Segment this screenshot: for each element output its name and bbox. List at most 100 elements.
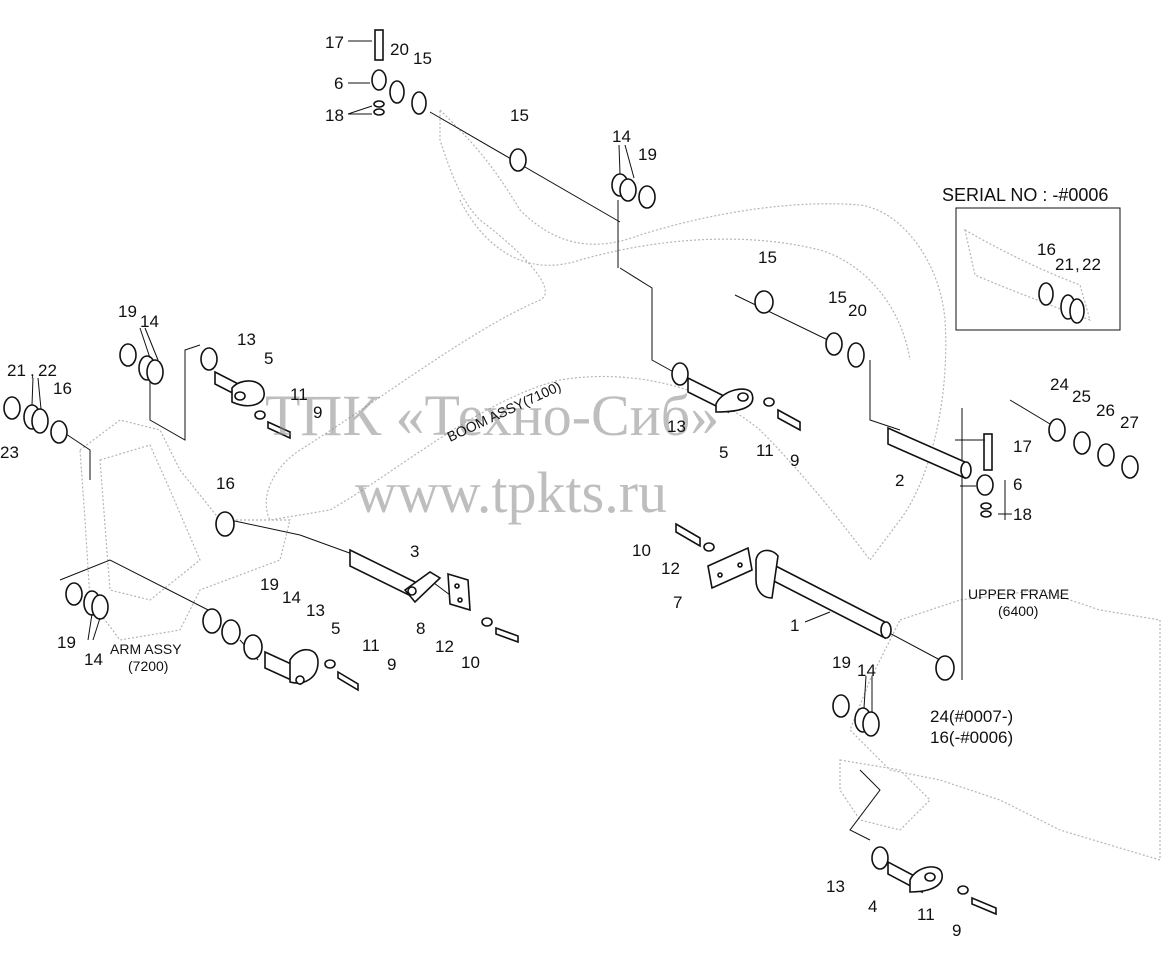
callout: 13 bbox=[237, 330, 256, 349]
callout: 8 bbox=[416, 619, 425, 638]
pin-1 bbox=[755, 549, 892, 640]
bolt-17-right bbox=[983, 433, 993, 471]
callout: 14 bbox=[857, 661, 876, 680]
callouts-upper-mid: 15 14 19 15 15 20 bbox=[510, 106, 867, 320]
callout: 9 bbox=[952, 921, 961, 940]
callout: 17 bbox=[1013, 437, 1032, 456]
bolt-9-lower bbox=[337, 670, 359, 692]
callout: 13 bbox=[306, 601, 325, 620]
callout: 22 bbox=[1082, 255, 1101, 274]
callout: 19 bbox=[118, 302, 137, 321]
callout: 15 bbox=[828, 288, 847, 307]
pin-3 bbox=[349, 548, 442, 604]
washer-16-inset bbox=[1038, 282, 1054, 306]
callout: 24 bbox=[1050, 375, 1069, 394]
frame-bracket bbox=[839, 759, 931, 831]
callout: 16 bbox=[1037, 240, 1056, 259]
callout-comma: , bbox=[1075, 255, 1080, 274]
plate-8 bbox=[447, 572, 471, 612]
callouts-left: 19 14 21 22 , 16 23 13 5 11 9 16 3 8 12 … bbox=[0, 302, 480, 672]
boom-upper-edge bbox=[459, 199, 911, 361]
arm-assy-number: (7200) bbox=[128, 658, 168, 674]
callout: 14 bbox=[140, 312, 159, 331]
callout: 12 bbox=[435, 637, 454, 656]
callout: 14 bbox=[84, 650, 103, 669]
callout: 14 bbox=[612, 127, 631, 146]
callout: 5 bbox=[719, 443, 728, 462]
washer-22-inset bbox=[1069, 298, 1085, 324]
callout: 9 bbox=[313, 403, 322, 422]
bolt-10-left bbox=[495, 626, 519, 644]
serial-box-frame bbox=[955, 207, 1121, 331]
callout: 6 bbox=[334, 74, 343, 93]
phantom-outlines bbox=[79, 108, 1161, 861]
pin-5-left bbox=[214, 370, 265, 407]
pin-4 bbox=[887, 860, 943, 894]
bolt-9-bottom bbox=[971, 896, 997, 916]
callout: 21 bbox=[1055, 255, 1074, 274]
callout: 14 bbox=[282, 588, 301, 607]
callout: 2 bbox=[895, 471, 904, 490]
leader-lines bbox=[31, 40, 1012, 712]
callout: 15 bbox=[758, 248, 777, 267]
callout: 15 bbox=[510, 106, 529, 125]
callout: 3 bbox=[410, 542, 419, 561]
serial-number-box: SERIAL NO : -#0006 16 21 22 , bbox=[942, 185, 1121, 331]
serial-box-title: SERIAL NO : -#0006 bbox=[942, 185, 1108, 205]
frame-outline bbox=[849, 589, 1161, 861]
callout: 11 bbox=[362, 636, 380, 655]
callout: 16 bbox=[216, 474, 235, 493]
callout: 20 bbox=[390, 40, 409, 59]
callout: 13 bbox=[826, 877, 845, 896]
watermark-company: ТПК «Техно-Сиб» bbox=[265, 383, 719, 448]
callout: 5 bbox=[331, 619, 340, 638]
bolt-17-top bbox=[374, 29, 384, 61]
callout: 1 bbox=[790, 616, 799, 635]
callout: 11 bbox=[756, 441, 774, 460]
serial-box-ghost bbox=[964, 228, 1091, 321]
washers bbox=[3, 80, 1139, 870]
bushing-6-top bbox=[371, 69, 387, 91]
callout: 9 bbox=[790, 451, 799, 470]
watermark: ТПК «Техно-Сиб» www.tpkts.ru bbox=[265, 383, 719, 525]
callouts-right: 24 25 26 27 bbox=[1050, 375, 1139, 432]
callout: 17 bbox=[325, 33, 344, 52]
fasteners bbox=[254, 29, 997, 916]
callout: 4 bbox=[868, 897, 877, 916]
callout: 16 bbox=[53, 379, 72, 398]
callout: 5 bbox=[264, 349, 273, 368]
bolt-10-center bbox=[675, 522, 701, 548]
pins bbox=[214, 370, 972, 894]
arm-assy-label: ARM ASSY bbox=[110, 641, 182, 657]
callout: 27 bbox=[1120, 413, 1139, 432]
callout: 19 bbox=[638, 145, 657, 164]
serial-note-16: 16(-#0006) bbox=[930, 728, 1013, 747]
callout: 9 bbox=[387, 655, 396, 674]
bolt-9-center bbox=[777, 408, 801, 432]
callout: 21 bbox=[7, 361, 26, 380]
assembly-lines bbox=[59, 111, 1061, 841]
callout: 18 bbox=[1013, 505, 1032, 524]
callout: 25 bbox=[1072, 387, 1091, 406]
callouts-bottom-right: 19 14 13 4 11 9 bbox=[826, 653, 961, 940]
callouts-lower-left: 19 14 19 14 13 5 11 9 bbox=[57, 575, 396, 674]
plate-7 bbox=[707, 546, 753, 590]
callout: 13 bbox=[667, 417, 686, 436]
pin-2 bbox=[887, 426, 972, 480]
callout: 19 bbox=[832, 653, 851, 672]
callout: 20 bbox=[848, 301, 867, 320]
callout: 7 bbox=[673, 593, 682, 612]
callout: 26 bbox=[1096, 401, 1115, 420]
callout: 23 bbox=[0, 443, 19, 462]
bushing-6-right bbox=[976, 474, 994, 496]
upper-frame-label: UPPER FRAME bbox=[968, 586, 1069, 602]
arm-outline bbox=[79, 419, 291, 641]
boom-outline bbox=[265, 108, 947, 561]
arm-inner bbox=[99, 444, 201, 601]
callout: 10 bbox=[632, 541, 651, 560]
callout: 22 bbox=[38, 361, 57, 380]
callout: 10 bbox=[461, 653, 480, 672]
serial-note-24: 24(#0007-) bbox=[930, 707, 1013, 726]
